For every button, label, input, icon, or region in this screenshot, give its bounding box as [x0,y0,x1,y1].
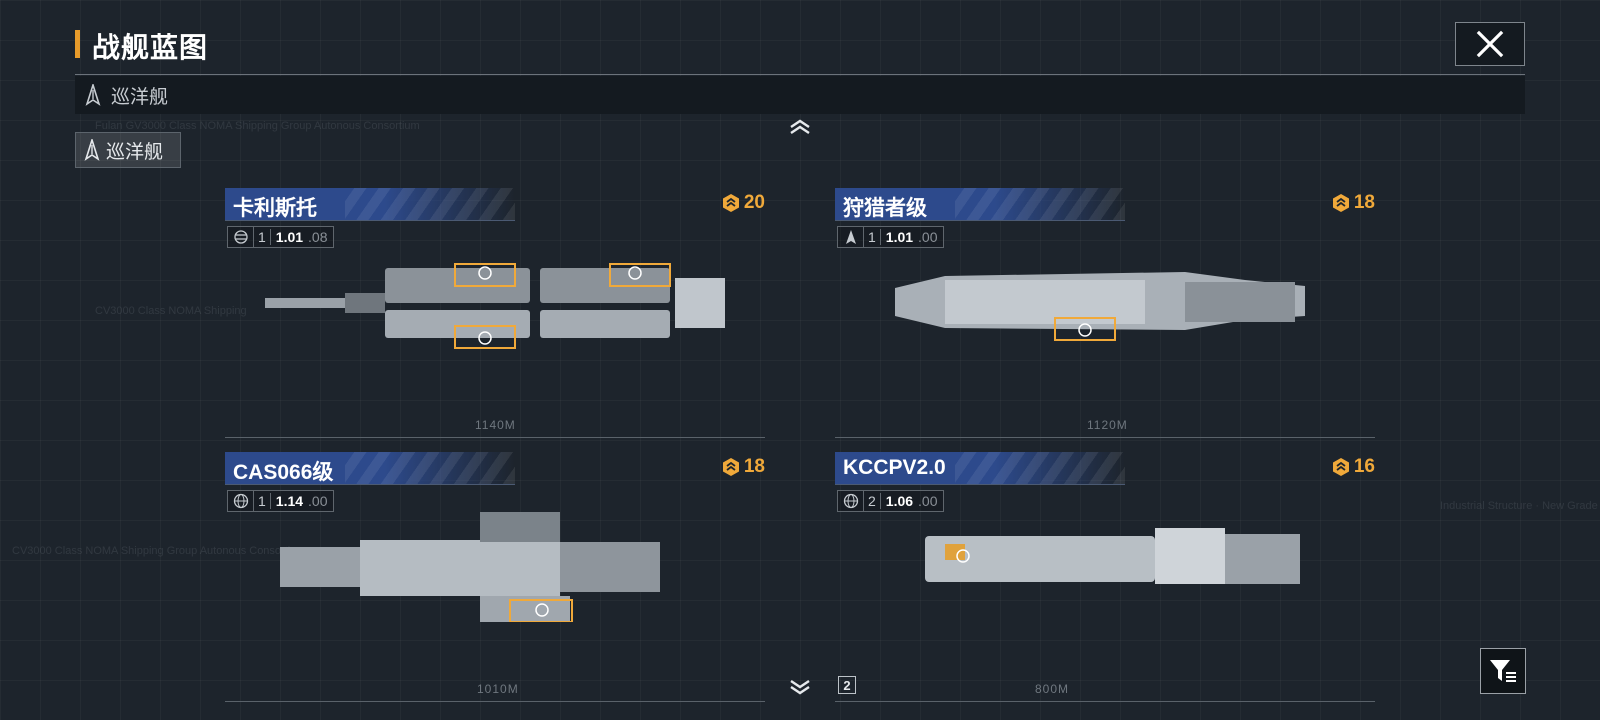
stat-tier: 1 [254,493,271,509]
stat-sub: .00 [308,493,328,509]
ship-length: 1010M [477,682,519,696]
stat-sub: .00 [918,493,938,509]
ship-blueprint-image [280,512,660,622]
card-baseline [225,701,765,702]
globe-icon [838,491,864,511]
page-title: 战舰蓝图 [92,32,209,63]
ship-name-banner: KCCPV2.0 [835,452,1125,484]
ship-length: 800M [1035,682,1070,696]
ship-name-banner: 狩猎者级 [835,188,1125,220]
card-baseline [225,437,765,438]
ship-cost: 20 [721,192,765,214]
scroll-down-button[interactable] [788,678,812,696]
ship-blueprint-image [265,263,725,349]
ship-length: 1140M [475,418,516,432]
ship-name: CAS066级 [233,461,334,484]
stat-tier: 1 [254,229,271,245]
scroll-up-button[interactable] [788,118,812,136]
close-button[interactable] [1455,22,1525,66]
filter-icon [1490,660,1516,682]
cost-value: 18 [1353,192,1375,213]
category-bar-label: 巡洋舰 [111,86,169,108]
close-icon [1476,30,1504,58]
banner-underline [835,220,1125,221]
filter-button[interactable] [1480,648,1526,694]
ship-stat: 2 1.06 .00 [837,490,944,512]
stat-sub: .08 [308,229,328,245]
title-accent-bar [75,30,80,58]
ship-name-banner: CAS066级 [225,452,515,484]
cruiser-class-icon [84,139,100,161]
category-bar[interactable]: 巡洋舰 [75,76,1525,114]
cost-value: 16 [1353,456,1375,477]
stat-sub: .00 [918,229,938,245]
stat-tier: 2 [864,493,881,509]
ship-stat: 1 1.01 .08 [227,226,334,248]
ship-stat: 1 1.01 .00 [837,226,944,248]
ship-cost: 16 [1331,456,1375,478]
banner-underline [835,484,1125,485]
background-text: Industrial Structure · New Grade [1440,500,1598,512]
background-text: CV3000 Class NOMA Shipping Group Autonou… [12,545,306,557]
banner-underline [225,220,515,221]
card-baseline [835,437,1375,438]
cost-icon [722,458,739,476]
page-number: 2 [838,676,856,694]
cost-icon [1332,194,1349,212]
cost-icon [1332,458,1349,476]
background-text: Fulan GV3000 Class NOMA Shipping Group A… [95,120,420,132]
ship-cost: 18 [1331,192,1375,214]
stat-tier: 1 [864,229,881,245]
chevron-down-icon [790,680,810,695]
stat-value: 1.01 [885,229,914,245]
ship-blueprint-image [925,528,1300,584]
ship-length: 1120M [1087,418,1128,432]
stat-value: 1.06 [885,493,914,509]
ship-blueprint-image [895,272,1305,341]
ship-name: 卡利斯托 [233,197,317,220]
stat-value: 1.01 [275,229,304,245]
ship-card-hunter[interactable]: 狩猎者级 18 1 1.01 .00 1120M [835,188,1375,438]
cruiser-icon [228,227,254,247]
ship-stat: 1 1.14 .00 [227,490,334,512]
ship-card-kccpv2[interactable]: KCCPV2.0 16 2 1.06 .00 800M [835,452,1375,702]
ship-card-cas066[interactable]: CAS066级 18 1 1.14 .00 1010M [225,452,765,702]
ship-name: 狩猎者级 [843,197,927,220]
cost-icon [722,194,739,212]
banner-underline [225,484,515,485]
cost-value: 20 [743,192,765,213]
ship-card-callisto[interactable]: 卡利斯托 20 1 1.01 .08 1140M [225,188,765,438]
cruiser-class-icon [85,84,101,106]
cost-value: 18 [743,456,765,477]
card-baseline [835,701,1375,702]
ship-cost: 18 [721,456,765,478]
category-filter-chip[interactable]: 巡洋舰 [75,132,181,168]
header-divider [75,74,1525,75]
stat-value: 1.14 [275,493,304,509]
ship-silhouette-icon [838,227,864,247]
chevron-up-icon [790,119,810,134]
category-chip-label: 巡洋舰 [106,141,164,163]
globe-icon [228,491,254,511]
ship-name-banner: 卡利斯托 [225,188,515,220]
background-text: CV3000 Class NOMA Shipping [95,305,247,317]
ship-name: KCCPV2.0 [843,456,946,479]
